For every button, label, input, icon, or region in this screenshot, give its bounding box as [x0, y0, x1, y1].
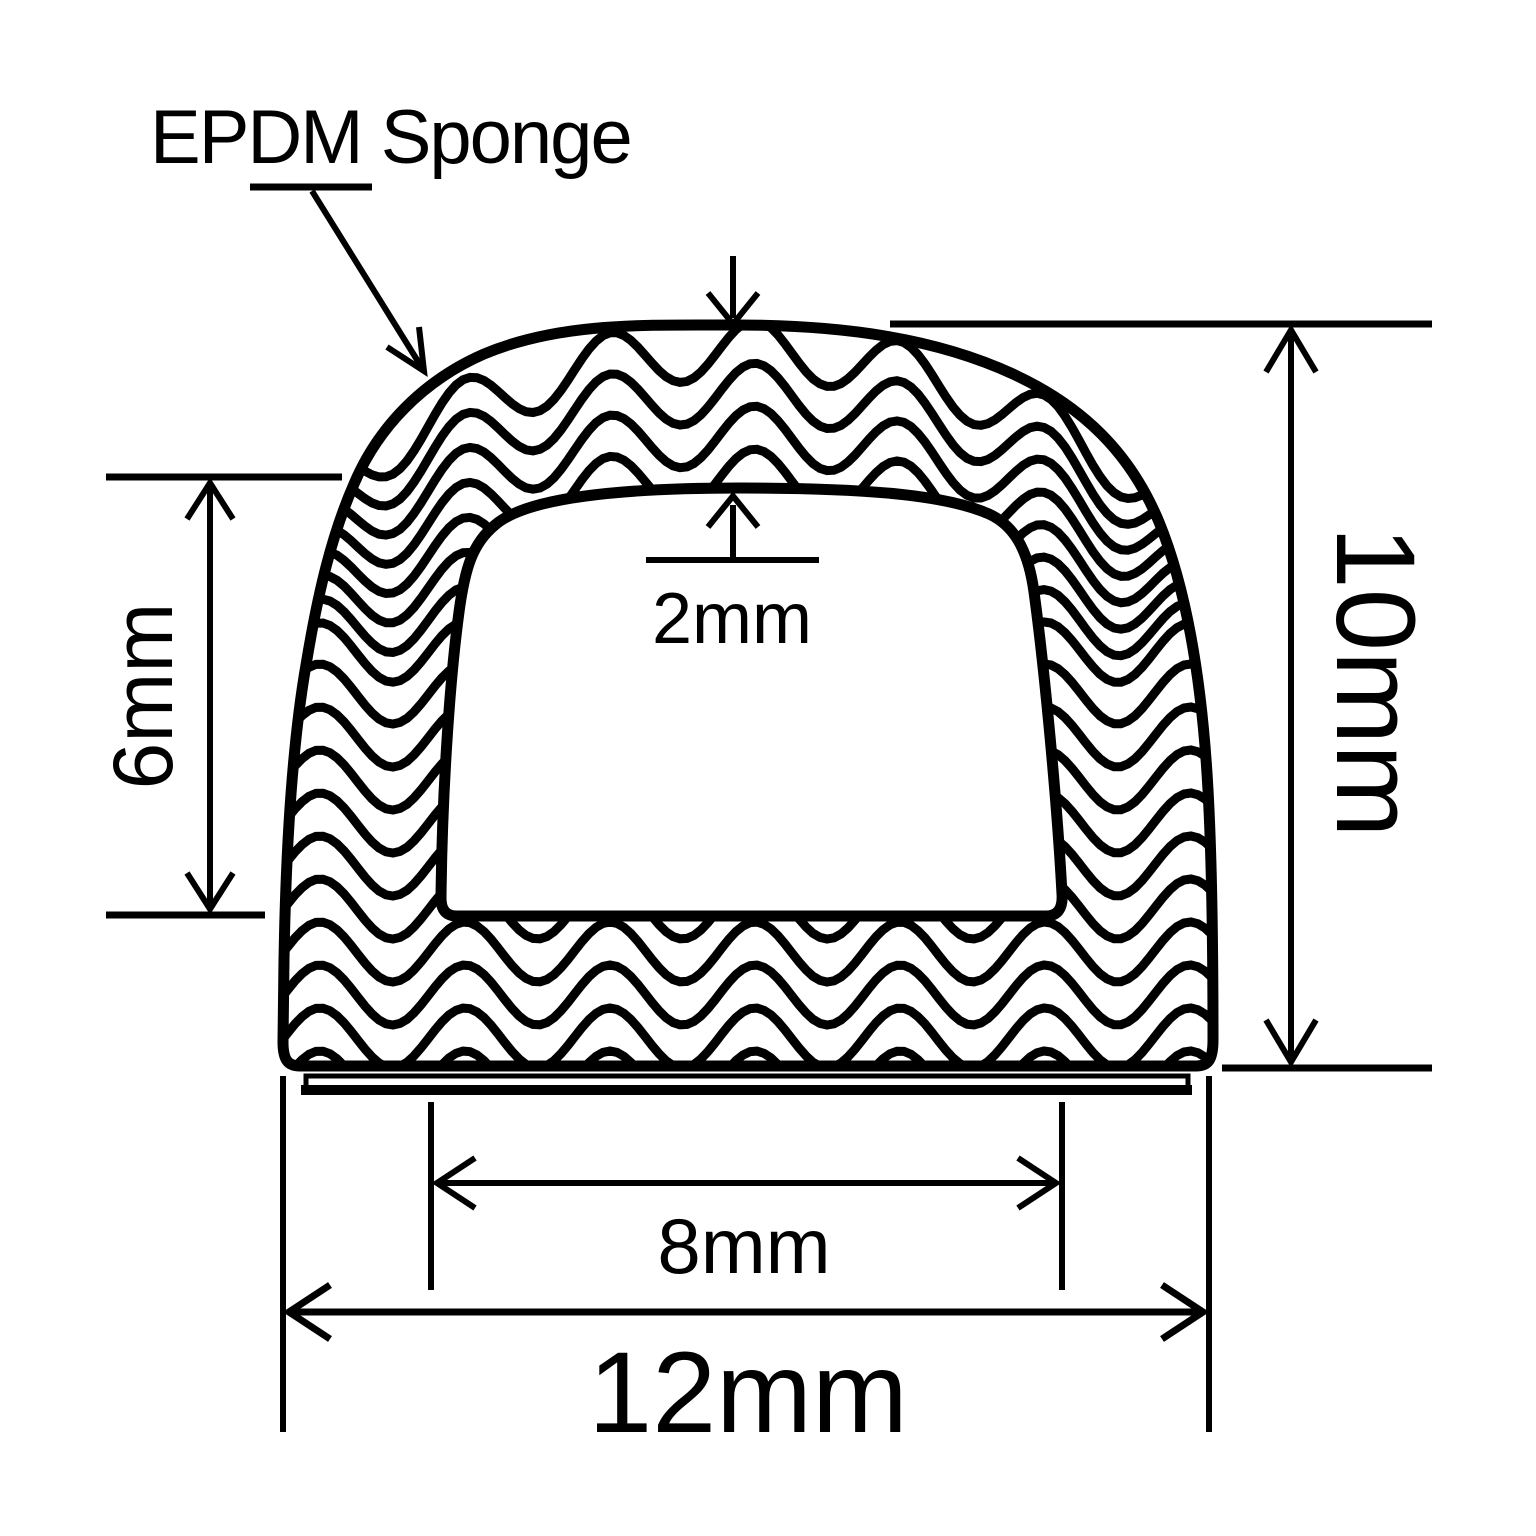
- epdm-sponge-callout: EPDM Sponge: [150, 95, 633, 377]
- dim-8mm: 8mm: [428, 1102, 1065, 1290]
- dim-10mm-arrowhead-top-icon: [1263, 324, 1319, 374]
- leader-line: [309, 189, 427, 373]
- hatch-wave-row: [283, 1003, 1213, 1067]
- hatch-wave-row: [283, 401, 1213, 632]
- dim-12mm: 12mm: [280, 1076, 1212, 1457]
- hatch-wave-row: [283, 358, 1213, 621]
- dim-8mm-label: 8mm: [657, 1202, 830, 1290]
- dim-10mm: 10mm: [890, 320, 1438, 1072]
- dim-6mm: 6mm: [96, 473, 342, 919]
- epdm-sponge-label: EPDM Sponge: [150, 95, 631, 180]
- dim-2mm-arrowhead-icon: [705, 491, 761, 529]
- hatch-wave-row: [283, 324, 1213, 611]
- hatch-wave-row: [283, 960, 1213, 1030]
- dim-2mm: 2mm: [646, 491, 819, 659]
- dim-12mm-label: 12mm: [588, 1329, 908, 1457]
- hatch-wave-row: [283, 917, 1213, 987]
- dim-2mm-label: 2mm: [652, 579, 812, 659]
- dim-12mm-arrowhead-right-icon: [1160, 1282, 1210, 1342]
- hatch-wave-row: [283, 1046, 1213, 1067]
- dim-6mm-arrowhead-top-icon: [184, 477, 236, 521]
- outer-profile: [277, 319, 1219, 1072]
- top-arrowhead-icon: [705, 291, 761, 329]
- base-strip: [301, 1073, 1192, 1095]
- inner-cavity: [435, 482, 1068, 922]
- dim-8mm-arrowhead-right-icon: [1016, 1155, 1062, 1211]
- dim-6mm-label: 6mm: [96, 603, 190, 790]
- dim-8mm-arrowhead-left-icon: [431, 1155, 477, 1211]
- hatch-wave-row: [283, 444, 1213, 642]
- dim-10mm-label: 10mm: [1313, 526, 1438, 837]
- leader-arrowhead-icon: [385, 326, 428, 377]
- dim-10mm-arrowhead-bottom-icon: [1263, 1018, 1319, 1068]
- dim-12mm-arrowhead-left-icon: [282, 1282, 332, 1342]
- dim-6mm-arrowhead-bottom-icon: [184, 871, 236, 915]
- top-wall-pointer: [705, 256, 761, 329]
